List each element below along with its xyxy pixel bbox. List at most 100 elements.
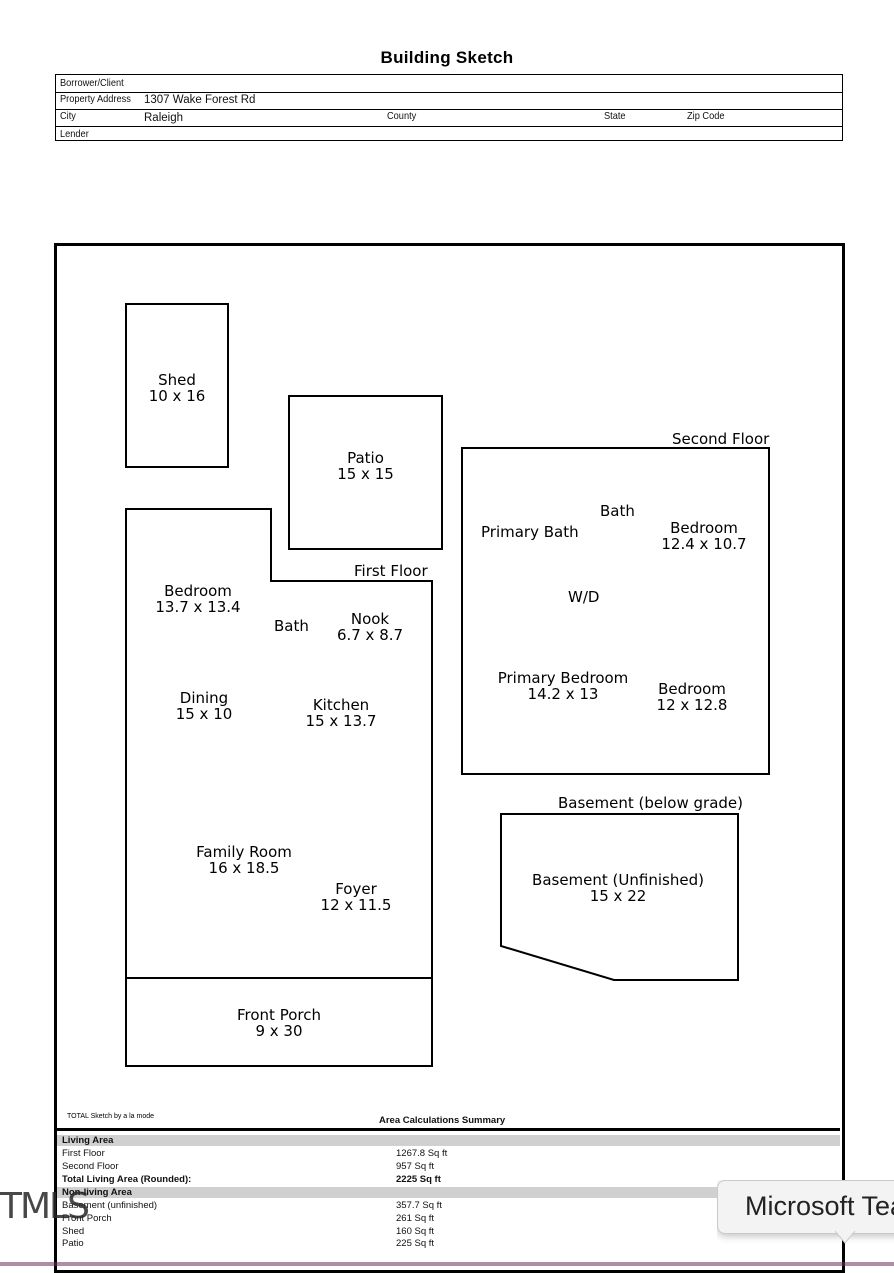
room-name: Family Room (196, 843, 292, 861)
address-value: 1307 Wake Forest Rd (144, 94, 256, 106)
room-dim: 15 x 13.7 (305, 712, 377, 730)
shed-outline (125, 303, 229, 468)
room-bedroom-first: Bedroom 13.7 x 13.4 (148, 583, 248, 615)
room-wd: W/D (568, 589, 599, 605)
patio-outline (288, 395, 443, 550)
room-name: Primary Bath (481, 523, 579, 541)
room-dim: 12.4 x 10.7 (661, 535, 747, 553)
front-porch-outline (125, 977, 433, 1067)
city-label: City (60, 110, 76, 122)
nonliving-area-header: Non-living Area (57, 1187, 840, 1198)
zip-label: Zip Code (687, 110, 725, 122)
room-dim: 16 x 18.5 (208, 859, 280, 877)
summary-row: Patio 225 Sq ft (62, 1238, 840, 1250)
patio-dim: 15 x 15 (337, 465, 394, 483)
page-title: Building Sketch (380, 48, 514, 67)
city-value: Raleigh (144, 112, 183, 124)
summary-name: First Floor (62, 1148, 105, 1159)
basement-section-label: Basement (below grade) (558, 794, 743, 812)
teams-tooltip-bubble: Microsoft Teams (717, 1180, 894, 1234)
county-label: County (387, 110, 417, 122)
room-name: Foyer (335, 880, 377, 898)
summary-name: Patio (62, 1238, 84, 1249)
room-name: Bedroom (658, 680, 726, 698)
room-foyer: Foyer 12 x 11.5 (312, 881, 400, 913)
room-bedroom-second-a: Bedroom 12.4 x 10.7 (652, 520, 756, 552)
room-name: Dining (179, 689, 229, 707)
summary-total-name: Total Living Area (Rounded): (62, 1174, 192, 1185)
room-bath-second: Bath (600, 503, 635, 519)
address-row: Property Address 1307 Wake Forest Rd (56, 92, 842, 110)
lender-label: Lender (60, 128, 89, 140)
room-name: Basement (Unfinished) (532, 871, 704, 889)
room-name: Bath (274, 617, 309, 635)
room-name: Nook (350, 610, 390, 628)
area-summary-title: Area Calculations Summary (379, 1115, 506, 1126)
software-note: TOTAL Sketch by a la mode (67, 1113, 155, 1120)
room-dim: 15 x 10 (175, 705, 233, 723)
borrower-label: Borrower/Client (60, 77, 124, 89)
room-name: Bedroom (164, 582, 232, 600)
summary-value: 160 Sq ft (396, 1226, 435, 1237)
room-name: Kitchen (312, 696, 370, 714)
shed-label: Shed 10 x 16 (125, 372, 229, 404)
address-label: Property Address (60, 93, 131, 105)
room-family-room: Family Room 16 x 18.5 (190, 844, 298, 876)
summary-row: Basement (unfinished) 357.7 Sq ft (62, 1200, 840, 1212)
room-name: Front Porch (237, 1006, 321, 1024)
summary-name: Front Porch (62, 1213, 112, 1224)
summary-row: Second Floor 957 Sq ft (62, 1161, 840, 1173)
room-bath-first: Bath (274, 618, 309, 634)
first-floor-label: First Floor (354, 562, 428, 580)
room-bedroom-second-b: Bedroom 12 x 12.8 (646, 681, 738, 713)
living-area-header: Living Area (57, 1135, 840, 1146)
summary-name: Second Floor (62, 1161, 119, 1172)
summary-value: 225 Sq ft (396, 1238, 435, 1249)
room-dim: 12 x 11.5 (320, 896, 392, 914)
summary-name: Shed (62, 1226, 85, 1237)
room-dim: 15 x 22 (589, 887, 647, 905)
summary-value: 957 Sq ft (396, 1161, 435, 1172)
summary-row: Front Porch 261 Sq ft (62, 1213, 840, 1225)
summary-total-value: 2225 Sq ft (396, 1174, 441, 1185)
room-primary-bedroom: Primary Bedroom 14.2 x 13 (490, 670, 636, 702)
room-dim: 6.7 x 8.7 (336, 626, 404, 644)
property-info-table: Borrower/Client Property Address 1307 Wa… (55, 74, 843, 141)
shed-dim: 10 x 16 (148, 387, 206, 405)
room-dining: Dining 15 x 10 (164, 690, 244, 722)
summary-total-row: Total Living Area (Rounded): 2225 Sq ft (62, 1174, 840, 1186)
room-kitchen: Kitchen 15 x 13.7 (296, 697, 386, 729)
room-name: W/D (568, 588, 600, 606)
room-nook: Nook 6.7 x 8.7 (330, 611, 410, 643)
room-dim: 13.7 x 13.4 (155, 598, 241, 616)
state-label: State (604, 110, 626, 122)
room-primary-bath: Primary Bath (481, 524, 579, 540)
tooltip-pointer-icon (835, 1231, 855, 1244)
shed-name: Shed (158, 371, 196, 389)
room-dim: 12 x 12.8 (656, 696, 728, 714)
summary-row: Shed 160 Sq ft (62, 1226, 840, 1238)
city-row: City Raleigh County State Zip Code (56, 109, 842, 127)
room-name: Primary Bedroom (497, 669, 629, 687)
teams-tooltip[interactable]: Microsoft Teams (717, 1180, 894, 1250)
summary-value: 1267.8 Sq ft (396, 1148, 448, 1159)
second-floor-label: Second Floor (672, 430, 770, 448)
room-dim: 9 x 30 (255, 1022, 303, 1040)
summary-row: First Floor 1267.8 Sq ft (62, 1148, 840, 1160)
room-basement: Basement (Unfinished) 15 x 22 (520, 872, 716, 904)
room-dim: 14.2 x 13 (527, 685, 599, 703)
area-summary: Living Area First Floor 1267.8 Sq ft Sec… (57, 1128, 840, 1271)
patio-label: Patio 15 x 15 (288, 450, 443, 482)
basement-outline (500, 813, 739, 981)
borrower-row: Borrower/Client (56, 75, 842, 93)
room-front-porch: Front Porch 9 x 30 (126, 1007, 432, 1039)
summary-value: 357.7 Sq ft (396, 1200, 442, 1211)
teams-tooltip-text: Microsoft Teams (745, 1191, 894, 1221)
lender-row: Lender (56, 126, 842, 142)
patio-name: Patio (347, 449, 384, 467)
mls-watermark: TMLS (0, 1186, 90, 1227)
room-name: Bath (600, 502, 635, 520)
summary-value: 261 Sq ft (396, 1213, 435, 1224)
room-name: Bedroom (670, 519, 738, 537)
